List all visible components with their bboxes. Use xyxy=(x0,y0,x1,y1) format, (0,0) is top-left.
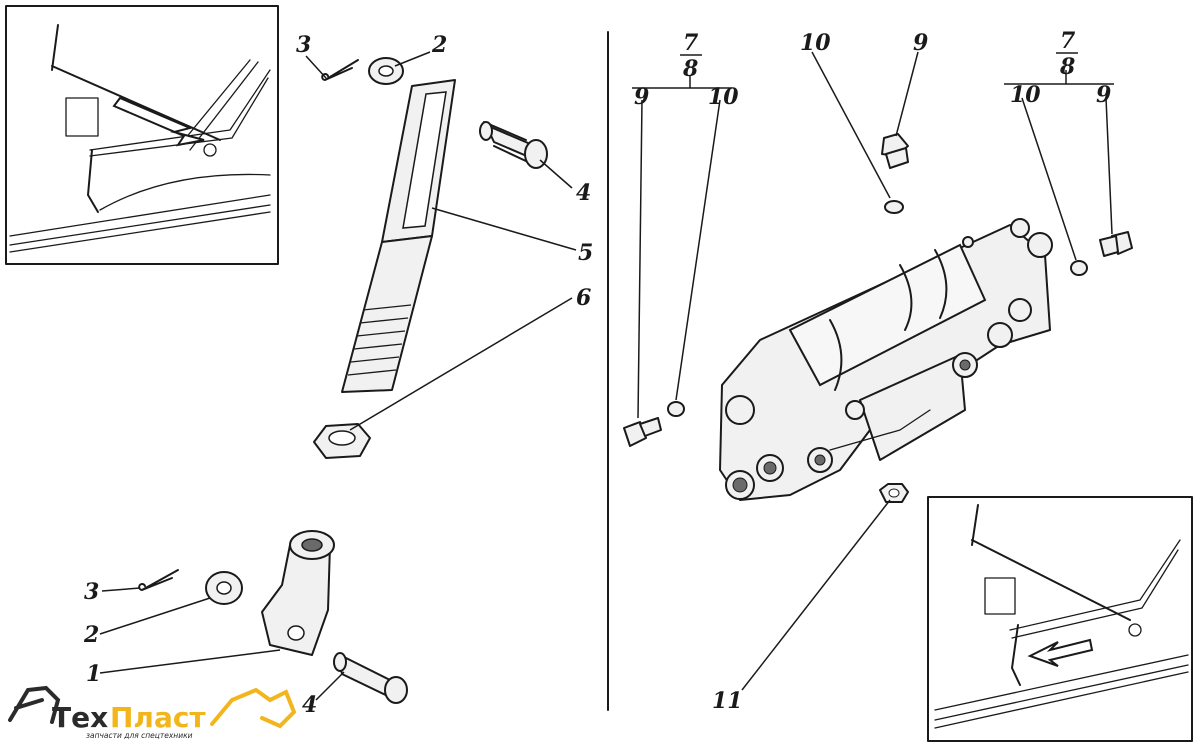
inset-bottom-right xyxy=(927,496,1193,742)
washer-10-center xyxy=(884,200,904,214)
excavator-right-icon xyxy=(210,687,297,729)
label-3-bottom: 3 xyxy=(84,579,99,605)
label-9-center: 9 xyxy=(913,30,928,56)
long-rod xyxy=(341,79,456,393)
cotter-pin-bottom xyxy=(138,569,179,591)
label-1: 1 xyxy=(86,661,101,687)
label-4-top: 4 xyxy=(576,180,591,206)
label-8-right: 8 xyxy=(1059,54,1075,80)
label-10-left: 10 xyxy=(708,84,739,110)
washer-10-right xyxy=(1070,260,1088,276)
fork-clevis xyxy=(261,530,335,656)
washer-top xyxy=(368,57,404,85)
brand-logo: Тех Пласт запчасти для спецтехники xyxy=(8,685,297,740)
label-2-bottom: 2 xyxy=(83,622,99,648)
hydraulic-cylinder xyxy=(719,218,1053,501)
pin-top xyxy=(479,121,548,169)
label-4-bottom: 4 xyxy=(302,692,317,718)
label-5: 5 xyxy=(578,240,593,266)
bolt-left xyxy=(623,417,662,447)
excavator-left-icon xyxy=(8,685,61,724)
label-3-top: 3 xyxy=(296,32,311,58)
label-7-left: 7 xyxy=(683,30,699,56)
nut-11 xyxy=(879,483,909,503)
label-10-right: 10 xyxy=(1010,82,1041,108)
label-2-top: 2 xyxy=(431,32,447,58)
label-7-right: 7 xyxy=(1060,28,1076,54)
label-9-right: 9 xyxy=(1096,82,1111,108)
nut-left xyxy=(313,423,371,459)
bolt-right xyxy=(1099,231,1133,257)
label-11: 11 xyxy=(712,688,743,714)
logo-brand-part1: Тех xyxy=(52,701,108,734)
washer-bottom xyxy=(205,571,243,605)
label-9-left: 9 xyxy=(634,84,649,110)
logo-tagline: запчасти для спецтехники xyxy=(86,731,193,740)
label-6: 6 xyxy=(576,285,591,311)
bolt-center xyxy=(881,133,909,169)
part-labels: 3 2 4 5 6 3 2 1 4 7 8 9 10 10 9 7 8 10 9… xyxy=(83,28,1111,718)
inset-top-left xyxy=(5,5,279,265)
label-10-center: 10 xyxy=(800,30,831,56)
label-8-left: 8 xyxy=(682,56,698,82)
logo-brand-part2: Пласт xyxy=(110,701,206,734)
pin-bottom xyxy=(333,652,408,704)
cotter-pin-top xyxy=(321,59,359,81)
washer-10-left xyxy=(667,401,685,417)
leader-lines xyxy=(99,51,1114,701)
